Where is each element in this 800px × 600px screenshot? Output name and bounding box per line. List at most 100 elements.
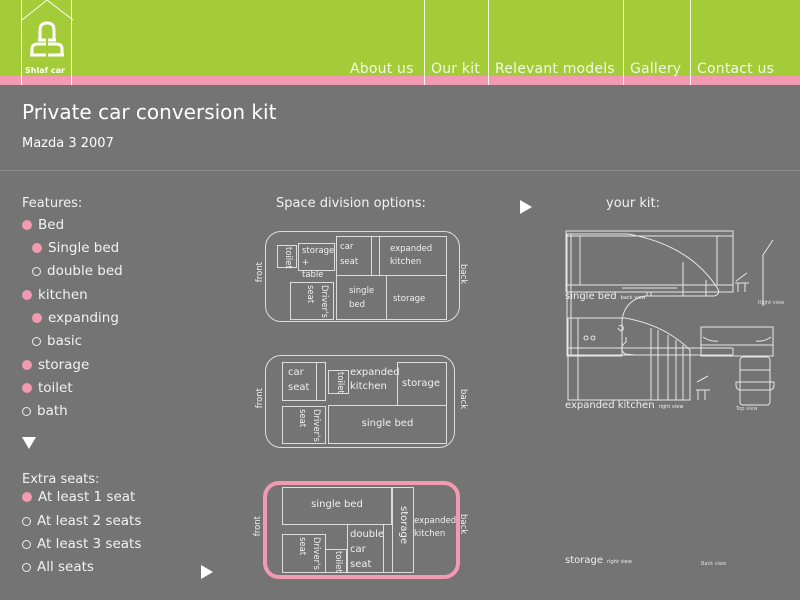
option-label: At least 2 seats [37,513,142,529]
seats-option[interactable]: All seats [22,559,94,575]
space-option-2[interactable]: car seat toilet expanded kitchen storage… [265,355,455,448]
plan-cell-divider [383,524,393,573]
nav-about-us[interactable]: About us [350,61,414,77]
seats-option[interactable]: At least 1 seat [22,489,135,505]
features-option[interactable]: expanding [32,310,119,326]
next-arrow-icon[interactable] [520,200,532,214]
seats-option[interactable]: At least 3 seats [22,536,141,552]
next-arrow-icon[interactable] [201,565,213,579]
single-bed-right-view-drawing [762,239,774,306]
your-kit-heading: your kit: [606,196,660,211]
expand-down-arrow-icon[interactable] [22,437,36,449]
front-label: front [255,262,265,283]
space-option-3-selected[interactable]: single bed storage expanded kitchen Driv… [263,481,460,579]
plan-cell-toilet: toilet [325,549,347,573]
page-title: Private car conversion kit [22,100,277,124]
nav-divider [488,0,489,85]
seats-option[interactable]: At least 2 seats [22,513,141,529]
option-label: basic [47,333,83,349]
plan-cell-car-seat: car seat [282,362,317,401]
nav-our-kit[interactable]: Our kit [431,61,480,77]
radio-unselected-icon[interactable] [22,539,31,549]
features-option[interactable]: Single bed [32,240,119,256]
option-label: Single bed [48,240,120,256]
option-label: All seats [37,559,94,575]
car-model: Mazda 3 2007 [22,136,114,151]
storage-back-view-drawing [700,326,774,357]
logo[interactable]: Shlaf car [21,0,74,85]
plan-cell-storage: storage [386,275,447,320]
radio-selected-icon[interactable] [22,383,32,393]
plan-cell-toilet: toilet [277,245,297,269]
logo-text: Shlaf car [25,66,65,75]
nav-divider [424,0,425,85]
plan-cell-kitchen: expanded kitchen [414,516,457,539]
option-label: Bed [38,217,65,233]
radio-unselected-icon[interactable] [32,266,41,276]
back-label: back [458,514,468,535]
storage-right-view-drawing [566,233,719,357]
divider [0,170,800,171]
radio-selected-icon[interactable] [22,220,32,230]
back-label: back [458,264,468,285]
plan-cell-car-seat: car seat [336,236,372,276]
features-option[interactable]: storage [22,357,89,373]
radio-selected-icon[interactable] [22,492,32,502]
plan-cell-storage: storage [397,362,447,406]
kitchen-top-view-drawing [735,356,775,406]
radio-selected-icon[interactable] [22,360,32,370]
radio-unselected-icon[interactable] [32,336,41,346]
plan-cell-drivers-seat: Driver's seat [282,534,326,573]
option-label: expanding [48,310,119,326]
nav-gallery[interactable]: Gallery [630,61,682,77]
space-division-heading: Space division options: [276,196,426,211]
kit-drawings [565,230,775,406]
radio-selected-icon[interactable] [22,290,32,300]
option-label: kitchen [38,287,88,303]
features-option[interactable]: kitchen [22,287,88,303]
header-accent-bar [0,76,800,85]
front-label: front [253,516,263,537]
option-label: storage [38,357,90,373]
radio-unselected-icon[interactable] [22,516,31,526]
top-view-label: Top view [736,406,758,412]
radio-selected-icon[interactable] [32,313,42,323]
radio-selected-icon[interactable] [32,243,42,253]
features-option[interactable]: double bed [32,263,123,279]
plan-cell-divider [316,362,326,401]
kitchen-right-view-drawing [567,317,734,401]
plan-cell-storage: storage [392,487,414,573]
front-label: front [255,388,265,409]
plan-cell-kitchen: expanded kitchen [379,236,447,276]
bolt-icon [735,272,749,292]
radio-unselected-icon[interactable] [22,562,31,572]
nav-relevant-models[interactable]: Relevant models [495,61,615,77]
space-option-1[interactable]: toilet storage + table car seat expanded… [265,231,460,322]
plan-cell-storage-table: storage + table [298,243,335,280]
option-label: bath [37,403,68,419]
extra-seats-heading: Extra seats: [22,472,100,487]
features-option[interactable]: toilet [22,380,73,396]
bolt-icon [696,375,710,400]
features-option[interactable]: basic [32,333,82,349]
back-label: back [458,389,468,410]
features-option[interactable]: bath [22,403,68,419]
plan-cell-drivers-seat: Driver's seat [282,406,326,444]
plan-cell-kitchen: expanded kitchen [350,367,400,392]
right-view-label: Right view [758,300,785,306]
single-bed-back-view-drawing [565,230,734,297]
header-bar [0,0,800,76]
option-label: toilet [38,380,73,396]
plan-cell-single-bed: single bed [282,487,392,525]
nav-contact-us[interactable]: Contact us [697,61,775,77]
logo-house-icon [21,0,74,57]
plan-cell-double-car-seat: double car seat [347,524,384,573]
nav-divider [690,0,691,85]
option-label: At least 3 seats [37,536,142,552]
nav-divider [623,0,624,85]
radio-unselected-icon[interactable] [22,406,31,416]
features-option[interactable]: Bed [22,217,64,233]
